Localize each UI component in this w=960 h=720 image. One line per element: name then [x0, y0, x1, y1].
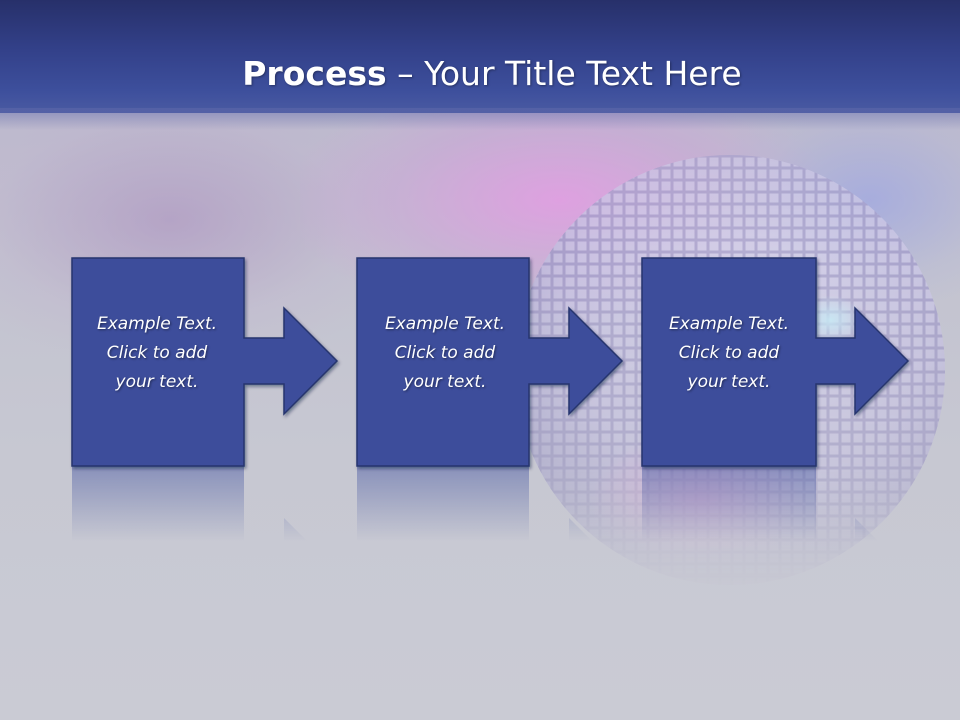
step-2-text[interactable]: Example Text. Click to add your text.: [358, 310, 532, 397]
step-1-arrow-box[interactable]: [71, 257, 339, 467]
step-3-line-1: Example Text.: [668, 314, 790, 334]
step-3-line-3: your text.: [687, 372, 771, 392]
step-3-arrow-box[interactable]: [641, 257, 910, 467]
step-2-arrow-box[interactable]: [356, 257, 624, 467]
title-bold: Process: [242, 54, 387, 93]
title-bar: [0, 0, 960, 113]
title-bar-edge: [0, 108, 960, 130]
step-1-line-2: Click to add: [106, 343, 208, 363]
step-2-line-2: Click to add: [394, 343, 496, 363]
step-1-line-3: your text.: [115, 372, 199, 392]
step-1-text[interactable]: Example Text. Click to add your text.: [70, 310, 244, 397]
step-2-reflection: [357, 466, 622, 674]
slide-title[interactable]: Process – Your Title Text Here: [0, 52, 960, 96]
title-rest: – Your Title Text Here: [386, 54, 742, 93]
step-3-text[interactable]: Example Text. Click to add your text.: [642, 310, 816, 397]
step-3-reflection: [642, 466, 908, 674]
step-3-line-2: Click to add: [678, 343, 780, 363]
step-2-line-1: Example Text.: [384, 314, 506, 334]
step-1-reflection: [72, 466, 337, 674]
step-2-line-3: your text.: [403, 372, 487, 392]
step-1-line-1: Example Text.: [96, 314, 218, 334]
